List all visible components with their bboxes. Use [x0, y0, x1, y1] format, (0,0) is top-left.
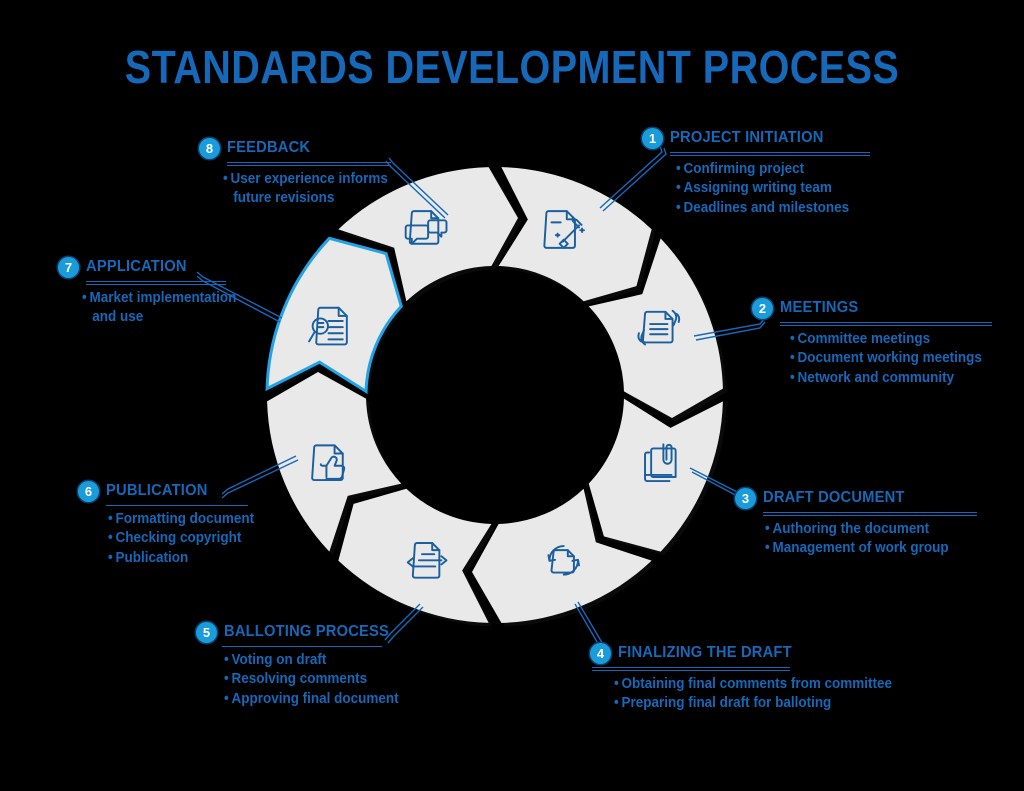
wheel-segment-7[interactable]	[265, 236, 403, 395]
list-item: •Publication	[108, 549, 189, 566]
callout-6-bullets: •Formatting document •Checking copyright…	[108, 510, 328, 568]
callout-3-header: 3 DRAFT DOCUMENT	[735, 488, 985, 509]
wheel-segment-6[interactable]	[267, 372, 402, 552]
callout-7-header: 7 APPLICATION	[58, 257, 308, 278]
callout-step-7: 7 APPLICATION •Market implementation •an…	[58, 257, 308, 328]
callout-step-1: 1 PROJECT INITIATION •Confirming project…	[642, 128, 872, 218]
callout-2-header: 2 MEETINGS	[752, 298, 1002, 319]
callout-5-rule	[222, 646, 382, 647]
list-item: •Market implementation	[82, 290, 237, 306]
list-item: •Confirming project	[676, 161, 805, 177]
list-item: •Deadlines and milestones	[676, 199, 850, 216]
callout-8-header: 8 FEEDBACK	[199, 138, 449, 159]
callout-8-bullets: •User experience informs •future revisio…	[223, 170, 449, 209]
list-item: •Resolving comments	[224, 671, 368, 688]
callout-step-4: 4 FINALIZING THE DRAFT •Obtaining final …	[590, 643, 900, 714]
list-item: •Voting on draft	[224, 652, 327, 668]
list-item: •User experience informs	[223, 171, 388, 187]
callout-1-bullets: •Confirming project •Assigning writing t…	[676, 160, 872, 218]
step-badge-8: 8	[199, 138, 220, 159]
document-exchange-arrows-icon	[406, 542, 448, 579]
document-thumbs-up-icon	[311, 444, 346, 482]
callout-1-rule	[670, 152, 870, 156]
step-title-4: FINALIZING THE DRAFT	[618, 644, 792, 662]
list-item: •Approving final document	[224, 690, 399, 707]
list-item: •Management of work group	[765, 540, 949, 557]
list-item: •and use	[92, 309, 144, 326]
step-title-7: APPLICATION	[86, 258, 187, 276]
callout-3-rule	[763, 512, 977, 516]
callout-1-header: 1 PROJECT INITIATION	[642, 128, 872, 149]
callout-2-rule	[780, 322, 992, 326]
callout-7-rule	[86, 281, 226, 285]
step-title-6: PUBLICATION	[106, 482, 208, 500]
callout-step-2: 2 MEETINGS •Committee meetings •Document…	[752, 298, 1002, 388]
callout-4-bullets: •Obtaining final comments from committee…	[614, 675, 900, 714]
step-title-3: DRAFT DOCUMENT	[763, 489, 905, 507]
stacked-documents-paperclip-icon	[644, 443, 677, 483]
page-title: STANDARDS DEVELOPMENT PROCESS	[124, 41, 900, 93]
step-badge-5: 5	[196, 622, 217, 643]
list-item: •Checking copyright	[108, 530, 242, 547]
callout-3-bullets: •Authoring the document •Management of w…	[765, 520, 985, 559]
list-item: •future revisions	[233, 190, 335, 207]
callout-4-rule	[592, 667, 790, 671]
list-item: •Formatting document	[108, 511, 255, 527]
callout-8-rule	[227, 162, 391, 166]
list-item: •Preparing final draft for balloting	[614, 695, 832, 712]
list-item: •Obtaining final comments from committee	[614, 676, 892, 692]
callout-step-5: 5 BALLOTING PROCESS •Voting on draft •Re…	[196, 622, 456, 709]
callout-4-header: 4 FINALIZING THE DRAFT	[590, 643, 900, 664]
wheel-segment-4[interactable]	[472, 488, 652, 623]
list-item: •Committee meetings	[790, 331, 931, 347]
list-item: •Authoring the document	[765, 521, 930, 537]
step-badge-1: 1	[642, 128, 663, 149]
document-magnifier-icon	[308, 306, 348, 346]
callout-step-6: 6 PUBLICATION •Formatting document •Chec…	[78, 481, 328, 568]
callout-step-8: 8 FEEDBACK •User experience informs •fut…	[199, 138, 449, 209]
step-title-5: BALLOTING PROCESS	[224, 623, 390, 641]
list-item: •Network and community	[790, 369, 955, 386]
callout-5-header: 5 BALLOTING PROCESS	[196, 622, 456, 643]
callout-5-bullets: •Voting on draft •Resolving comments •Ap…	[224, 651, 456, 709]
list-item: •Assigning writing team	[676, 180, 832, 197]
callout-6-rule	[106, 505, 248, 506]
callout-6-header: 6 PUBLICATION	[78, 481, 328, 502]
step-title-2: MEETINGS	[780, 299, 859, 317]
process-wheel	[262, 162, 728, 628]
document-refresh-cycle-icon	[547, 545, 580, 576]
step-badge-6: 6	[78, 481, 99, 502]
callout-7-bullets: •Market implementation •and use	[82, 289, 308, 328]
list-item: •Document working meetings	[790, 350, 982, 367]
wheel-segment-2[interactable]	[588, 238, 723, 418]
step-badge-2: 2	[752, 298, 773, 319]
step-badge-4: 4	[590, 643, 611, 664]
callout-step-3: 3 DRAFT DOCUMENT •Authoring the document…	[735, 488, 985, 559]
callout-2-bullets: •Committee meetings •Document working me…	[790, 330, 1002, 388]
step-title-1: PROJECT INITIATION	[670, 129, 824, 147]
step-title-8: FEEDBACK	[227, 139, 311, 157]
step-badge-7: 7	[58, 257, 79, 278]
hands-holding-document-icon	[637, 309, 681, 346]
document-magic-wand-icon	[543, 210, 585, 249]
step-badge-3: 3	[735, 488, 756, 509]
